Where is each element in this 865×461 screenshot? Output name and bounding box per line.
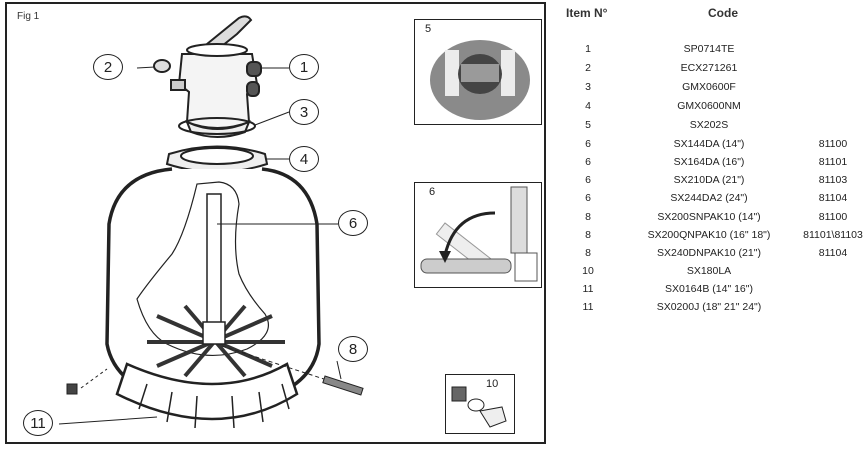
- table-row: 8 SX200QNPAK10 (16" 18") 81101\81103: [562, 229, 865, 247]
- header-item: Item N°: [566, 6, 608, 20]
- drain-assembly-illustration: [451, 386, 507, 428]
- code-cell: SX244DA2 (24"): [670, 192, 748, 204]
- filter-drawing: [58, 15, 364, 429]
- code-cell: SX144DA (14"): [673, 138, 745, 150]
- item-cell: 11: [582, 283, 594, 295]
- table-row: 3 GMX0600F: [562, 81, 865, 99]
- item-cell: 8: [585, 229, 591, 241]
- item-cell: 3: [585, 81, 591, 93]
- table-row: 8 SX200SNPAK10 (14") 81100: [562, 211, 865, 229]
- code-cell: SX200QNPAK10 (16" 18"): [647, 229, 771, 241]
- standpipe: [206, 193, 222, 325]
- item-cell: 8: [585, 247, 591, 259]
- table-row: 4 GMX0600NM: [562, 100, 865, 118]
- code-cell: SX180LA: [686, 265, 732, 277]
- callout-11: 11: [23, 410, 53, 436]
- item-cell: 1: [585, 43, 591, 55]
- ref-cell: 81104: [818, 192, 848, 204]
- item-cell: 5: [585, 119, 591, 131]
- item-cell: 6: [585, 156, 591, 168]
- inset-5: 5: [414, 19, 542, 125]
- ref-cell: 81103: [818, 174, 848, 186]
- item-cell: 11: [582, 301, 594, 313]
- tank-cutaway: [136, 181, 269, 356]
- code-cell: SP0714TE: [683, 43, 735, 55]
- code-cell: GMX0600F: [682, 81, 736, 93]
- inset-10: 10: [445, 374, 515, 434]
- code-cell: SX0200J (18" 21" 24"): [656, 301, 762, 313]
- inset-6-number: 6: [429, 186, 436, 198]
- item-cell: 6: [585, 138, 591, 150]
- table-row: 6 SX210DA (21") 81103: [562, 174, 865, 192]
- table-row: 6 SX244DA2 (24") 81104: [562, 192, 865, 210]
- table-row: 6 SX164DA (16") 81101: [562, 156, 865, 174]
- item-cell: 2: [585, 62, 591, 74]
- callout-8: 8: [338, 336, 368, 362]
- item-cell: 8: [585, 211, 591, 223]
- inset-10-number: 10: [486, 378, 499, 390]
- drain-plug: [66, 383, 78, 395]
- valve-top-illustration: [430, 40, 530, 120]
- code-cell: GMX0600NM: [677, 100, 741, 112]
- table-row: 8 SX240DNPAK10 (21") 81104: [562, 247, 865, 265]
- header-code: Code: [708, 6, 738, 20]
- callout-4: 4: [289, 146, 319, 172]
- table-row: 10 SX180LA: [562, 265, 865, 283]
- table-row: 11 SX0164B (14" 16"): [562, 283, 865, 301]
- code-cell: SX0164B (14" 16"): [664, 283, 753, 295]
- item-cell: 4: [585, 100, 591, 112]
- o-ring: [178, 117, 256, 135]
- lateral-rotation-illustration: [420, 186, 538, 282]
- item-cell: 6: [585, 174, 591, 186]
- callout-6: 6: [338, 210, 368, 236]
- lateral-spare: [322, 375, 364, 396]
- table-row: 2 ECX271261: [562, 62, 865, 80]
- ref-cell: 81101: [818, 156, 848, 168]
- code-cell: ECX271261: [680, 62, 738, 74]
- table-row: 1 SP0714TE: [562, 43, 865, 61]
- multiport-valve: [177, 53, 259, 129]
- table-row: 11 SX0200J (18" 21" 24"): [562, 301, 865, 319]
- ref-cell: 81101\81103: [803, 229, 863, 241]
- ref-cell: 81104: [818, 247, 848, 259]
- pressure-gauge: [153, 59, 171, 73]
- table-row: 6 SX144DA (14") 81100: [562, 138, 865, 156]
- code-cell: SX200SNPAK10 (14"): [657, 211, 761, 223]
- code-cell: SX164DA (16"): [673, 156, 745, 168]
- callout-1: 1: [289, 54, 319, 80]
- inset-5-number: 5: [425, 23, 432, 35]
- code-cell: SX240DNPAK10 (21"): [657, 247, 761, 259]
- inset-6: 6: [414, 182, 542, 288]
- exploded-diagram: Fig 1: [5, 2, 546, 444]
- ref-cell: 81100: [818, 138, 848, 150]
- callout-2: 2: [93, 54, 123, 80]
- valve-handle: [205, 15, 253, 52]
- item-cell: 10: [582, 265, 594, 277]
- table-row: 5 SX202S: [562, 119, 865, 137]
- item-cell: 6: [585, 192, 591, 204]
- figure-label: Fig 1: [17, 11, 40, 22]
- callout-3: 3: [289, 99, 319, 125]
- ref-cell: 81100: [818, 211, 848, 223]
- filter-base: [115, 362, 299, 421]
- code-cell: SX202S: [689, 119, 729, 131]
- code-cell: SX210DA (21"): [673, 174, 745, 186]
